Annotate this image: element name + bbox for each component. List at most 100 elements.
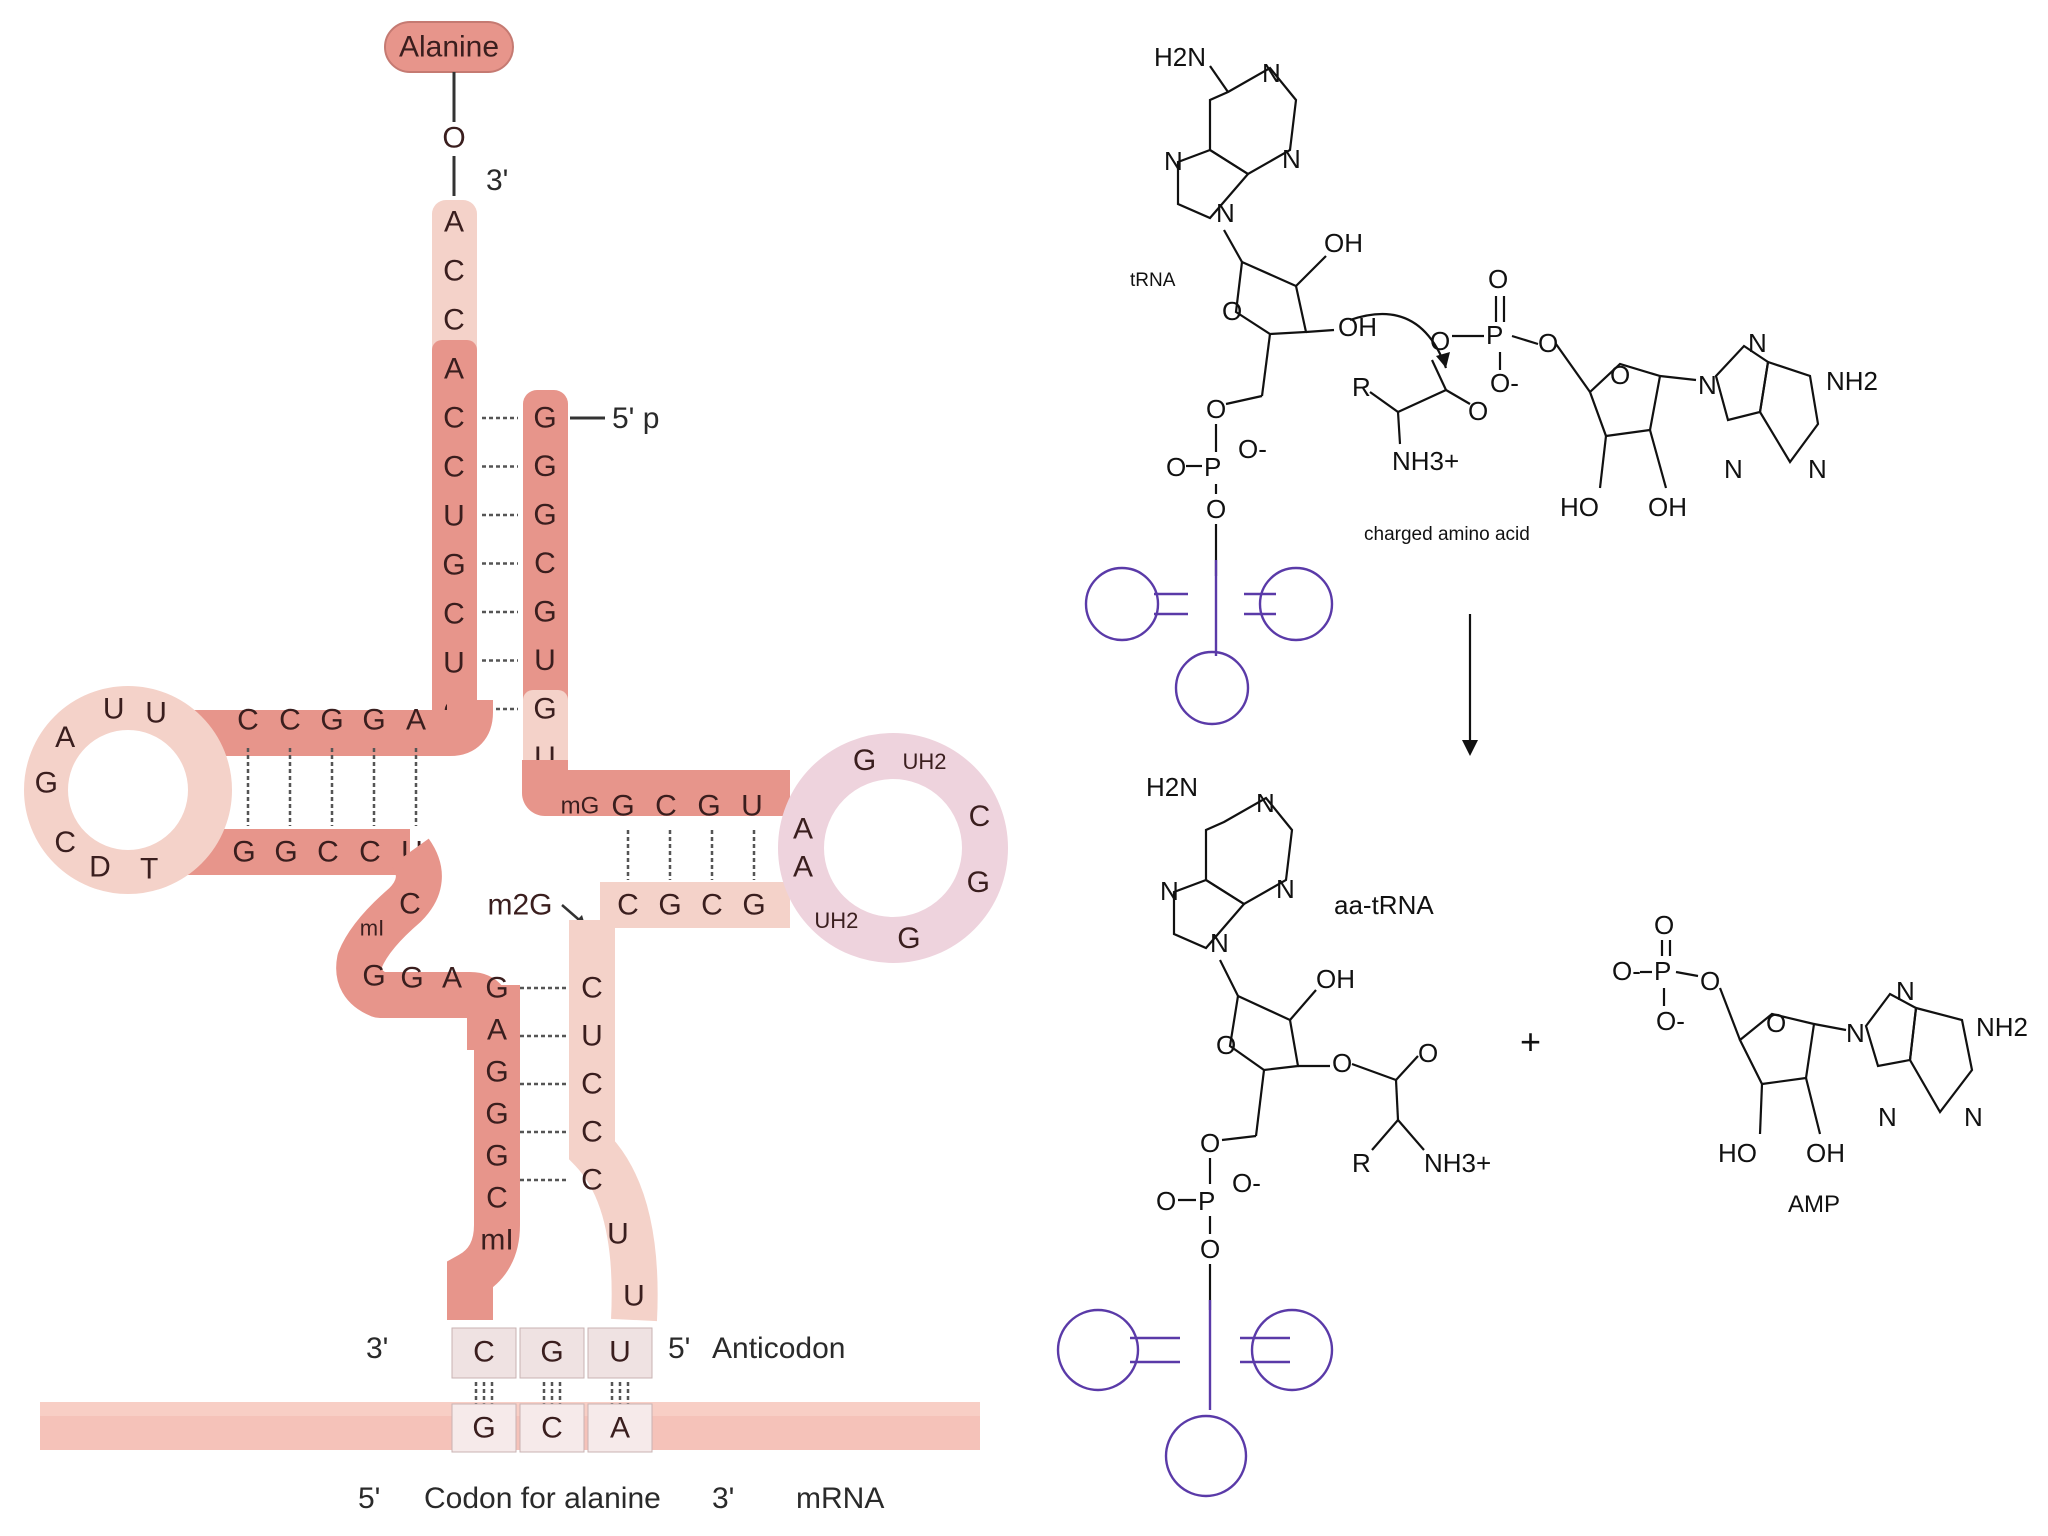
svg-text:O-: O- bbox=[1490, 368, 1519, 398]
variable-loop-base: G bbox=[400, 962, 423, 995]
svg-text:N: N bbox=[1964, 1102, 1983, 1132]
d-arm-top-base: A bbox=[406, 704, 426, 737]
aminoacyl-amp: O P O O- O O R NH3+ charged amino acid O bbox=[1349, 264, 1878, 545]
anticodon-stem-hbonds bbox=[520, 986, 568, 1182]
acceptor-right-base: C bbox=[534, 547, 556, 580]
t-arm-hbonds bbox=[626, 830, 756, 880]
t-arm-bottom-base: C bbox=[701, 889, 723, 922]
svg-text:O: O bbox=[1700, 966, 1720, 996]
anticodon-stem-left-base: G bbox=[485, 1056, 508, 1089]
t-loop bbox=[778, 733, 1008, 963]
svg-text:NH3+: NH3+ bbox=[1392, 446, 1459, 476]
t-loop-base: A bbox=[793, 812, 813, 845]
anticodon-base: G bbox=[540, 1336, 563, 1369]
acceptor-left-base: C bbox=[443, 402, 465, 435]
svg-text:O: O bbox=[1766, 1008, 1786, 1038]
svg-text:P: P bbox=[1486, 320, 1503, 350]
d-loop-base: G bbox=[35, 766, 58, 799]
anticodon-stem-right-base: U bbox=[607, 1218, 629, 1251]
t-arm-top-base: U bbox=[741, 790, 763, 823]
product-aa-trna: H2N N N N N O OH O O R NH3+ aa-tRNA O bbox=[1146, 772, 1491, 1310]
svg-text:O: O bbox=[1488, 264, 1508, 294]
svg-text:O: O bbox=[1200, 1128, 1220, 1158]
anticodon-stem-left-base: G bbox=[485, 1098, 508, 1131]
d-loop-base: U bbox=[145, 696, 167, 729]
svg-text:H2N: H2N bbox=[1154, 42, 1206, 72]
svg-text:OH: OH bbox=[1316, 964, 1355, 994]
codon-base: G bbox=[472, 1412, 495, 1445]
svg-text:OH: OH bbox=[1324, 228, 1363, 258]
svg-text:R: R bbox=[1352, 1148, 1371, 1178]
d-arm-top-base: C bbox=[279, 704, 301, 737]
d-arm-bottom-base: C bbox=[317, 836, 339, 869]
charged-amino-acid-label: charged amino acid bbox=[1364, 524, 1530, 545]
d-arm-top-base: G bbox=[320, 704, 343, 737]
codon-3-label: 3' bbox=[712, 1482, 734, 1515]
t-loop-base: C bbox=[969, 800, 991, 833]
svg-text:N: N bbox=[1256, 788, 1275, 818]
d-loop-base: C bbox=[54, 826, 76, 859]
svg-text:HO: HO bbox=[1560, 492, 1599, 522]
acceptor-left-base: C bbox=[443, 304, 465, 337]
product-trna-glyph bbox=[1056, 1300, 1334, 1498]
anticodon-stem-right-base: C bbox=[581, 1116, 603, 1149]
codon-box bbox=[519, 1403, 585, 1453]
anticodon-stem-right-base: C bbox=[581, 972, 603, 1005]
svg-text:O: O bbox=[1468, 396, 1488, 426]
svg-text:O: O bbox=[1206, 494, 1226, 524]
anticodon-stem-left-base: C bbox=[486, 1182, 508, 1215]
alanine-label: Alanine bbox=[399, 31, 499, 64]
amp-label: AMP bbox=[1788, 1191, 1840, 1218]
svg-text:P: P bbox=[1198, 1186, 1215, 1216]
d-arm-bottom-base: G bbox=[274, 836, 297, 869]
d-arm-hbonds bbox=[246, 748, 418, 826]
acceptor-left-base: U bbox=[443, 500, 465, 533]
codon-base: A bbox=[610, 1412, 630, 1445]
anticodon-label: Anticodon bbox=[712, 1332, 845, 1365]
d-arm-bottom-base: C bbox=[359, 836, 381, 869]
svg-text:N: N bbox=[1262, 58, 1281, 88]
anticodon-stem-right-base: C bbox=[581, 1068, 603, 1101]
anticodon-base: C bbox=[473, 1336, 495, 1369]
d-loop-base: A bbox=[55, 721, 75, 754]
svg-text:O: O bbox=[1216, 1030, 1236, 1060]
svg-text:O: O bbox=[1166, 452, 1186, 482]
anticodon-base: U bbox=[609, 1336, 631, 1369]
anticodon-5-label: 5' bbox=[668, 1332, 690, 1365]
svg-text:H2N: H2N bbox=[1146, 772, 1198, 802]
anticodon-stem-left-base: A bbox=[487, 1014, 507, 1047]
d-loop bbox=[24, 686, 232, 894]
acceptor-right-base: G bbox=[533, 693, 556, 726]
svg-text:O: O bbox=[1430, 326, 1450, 356]
m2g-label: m2G bbox=[487, 889, 552, 922]
anticodon-stem-left-base: G bbox=[485, 972, 508, 1005]
svg-text:N: N bbox=[1808, 454, 1827, 484]
d-arm-top-base: G bbox=[362, 704, 385, 737]
d-arm-top-base: C bbox=[237, 704, 259, 737]
codon-base: C bbox=[541, 1412, 563, 1445]
svg-text:N: N bbox=[1748, 328, 1767, 358]
svg-text:N: N bbox=[1724, 454, 1743, 484]
svg-text:N: N bbox=[1210, 928, 1229, 958]
svg-text:N: N bbox=[1878, 1102, 1897, 1132]
svg-text:N: N bbox=[1698, 370, 1717, 400]
t-arm-bottom-base: G bbox=[658, 889, 681, 922]
acceptor-right-base: G bbox=[533, 450, 556, 483]
three-prime-label: 3' bbox=[486, 164, 508, 197]
svg-text:N: N bbox=[1160, 876, 1179, 906]
svg-text:P: P bbox=[1654, 956, 1671, 986]
t-arm-bottom-base: G bbox=[742, 889, 765, 922]
svg-text:OH: OH bbox=[1806, 1138, 1845, 1168]
svg-text:NH3+: NH3+ bbox=[1424, 1148, 1491, 1178]
anticodon-box bbox=[519, 1327, 585, 1379]
